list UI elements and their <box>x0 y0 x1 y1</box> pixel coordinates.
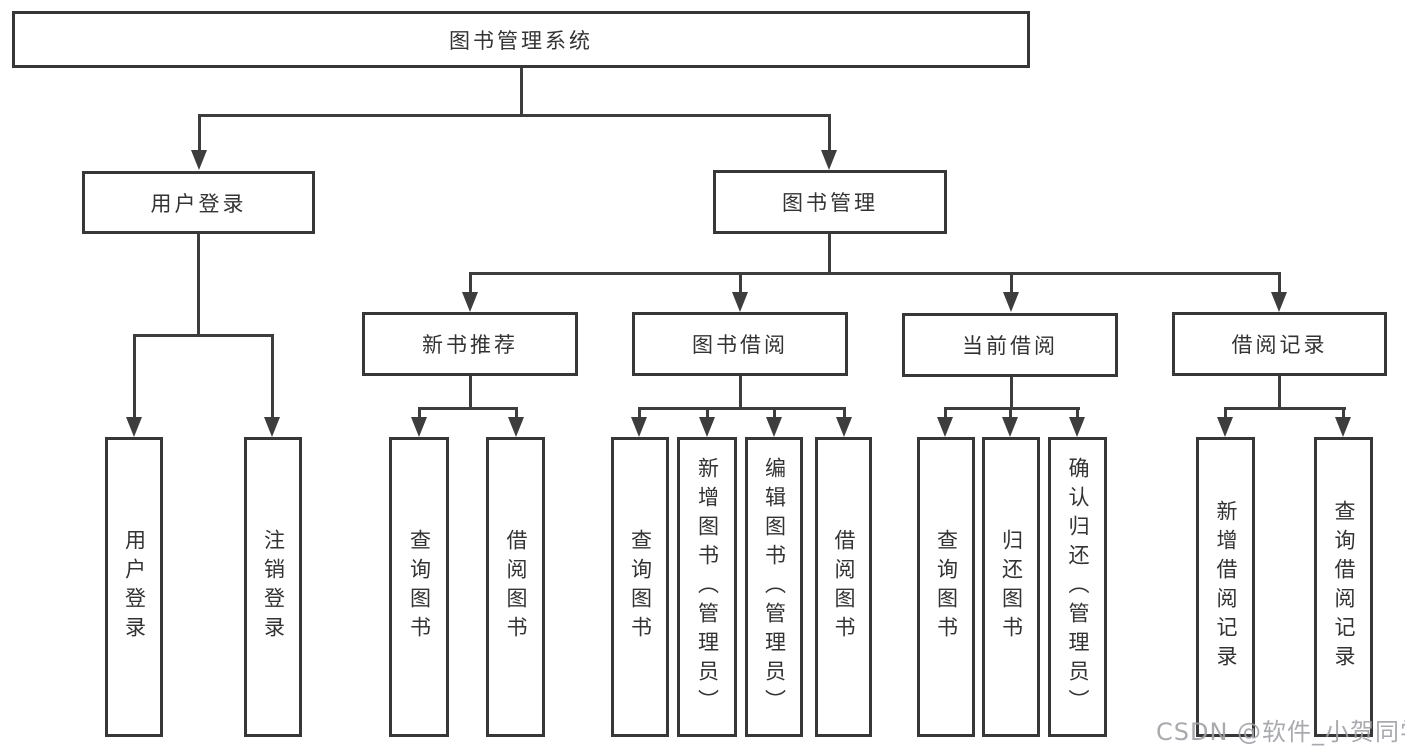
connector-drop <box>1342 407 1345 420</box>
leaf-bb-edit-books-admin: 编辑图书（管理员） <box>745 437 803 737</box>
node-user-login: 用户登录 <box>82 171 315 234</box>
arrow-down-icon <box>411 417 427 437</box>
node-current-borrowing: 当前借阅 <box>902 313 1118 377</box>
arrow-down-icon <box>937 417 953 437</box>
leaf-nbr-borrow-books: 借阅图书 <box>486 437 545 737</box>
leaf-label: 查询图书 <box>934 529 959 645</box>
node-label: 图书借阅 <box>692 333 788 357</box>
arrow-down-icon <box>1217 417 1233 437</box>
arrow-down-icon <box>508 417 524 437</box>
connector-drop-leaf-user-login <box>133 334 136 420</box>
arrow-down-icon <box>1069 417 1085 437</box>
leaf-cb-return-books: 归还图书 <box>982 437 1040 737</box>
connector-br-trunk <box>1278 376 1281 409</box>
node-label: 图书管理系统 <box>449 28 593 53</box>
arrow-down-icon <box>462 292 478 312</box>
leaf-user-login: 用户登录 <box>105 437 163 737</box>
leaf-label: 查询图书 <box>407 529 432 645</box>
arrow-down-icon <box>1335 417 1351 437</box>
arrow-down-icon <box>766 417 782 437</box>
connector-cb-bar <box>944 407 1080 410</box>
connector-root-trunk <box>520 68 523 114</box>
leaf-label: 借阅图书 <box>504 529 528 645</box>
arrow-down-icon <box>836 417 852 437</box>
connector-level1-bar <box>198 114 831 117</box>
leaf-label: 新增借阅记录 <box>1214 500 1238 674</box>
leaf-label: 新增图书（管理员） <box>695 456 720 718</box>
connector-drop <box>1009 407 1012 420</box>
connector-drop <box>944 407 947 420</box>
leaf-cb-query-books: 查询图书 <box>917 437 975 737</box>
leaf-cb-confirm-return-admin: 确认归还（管理员） <box>1048 437 1107 737</box>
leaf-label: 用户登录 <box>122 529 147 645</box>
arrow-down-icon <box>264 417 280 437</box>
csdn-watermark: CSDN @软件_小贺同学 <box>1156 718 1405 746</box>
leaf-label: 查询图书 <box>628 529 653 645</box>
node-label: 当前借阅 <box>962 334 1058 358</box>
leaf-label: 借阅图书 <box>832 529 856 645</box>
leaf-nbr-query-books: 查询图书 <box>389 437 449 737</box>
arrow-down-icon <box>1003 292 1019 312</box>
leaf-label: 注销登录 <box>261 529 286 645</box>
leaf-br-add-borrow-record: 新增借阅记录 <box>1196 437 1255 737</box>
leaf-label: 确认归还（管理员） <box>1066 456 1090 718</box>
leaf-label: 查询借阅记录 <box>1332 500 1356 674</box>
connector-cb-trunk <box>1010 377 1013 409</box>
connector-drop <box>706 407 709 420</box>
connector-drop-book-management <box>828 114 831 152</box>
arrow-down-icon <box>699 417 715 437</box>
leaf-logout-login: 注销登录 <box>244 437 302 737</box>
connector-drop-new-book <box>469 272 472 296</box>
node-library-management-system: 图书管理系统 <box>12 11 1030 68</box>
connector-drop-user-login <box>198 114 201 152</box>
arrow-down-icon <box>821 150 837 170</box>
connector-user-login-trunk <box>197 234 200 336</box>
connector-drop <box>773 407 776 420</box>
connector-nbr-trunk <box>469 376 472 409</box>
node-new-book-recommendation: 新书推荐 <box>362 312 578 376</box>
node-borrowing-records: 借阅记录 <box>1172 312 1387 376</box>
connector-drop <box>1224 407 1227 420</box>
leaf-bb-query-books: 查询图书 <box>611 437 669 737</box>
arrow-down-icon <box>732 292 748 312</box>
arrow-down-icon <box>1271 292 1287 312</box>
connector-drop-borrowing-records <box>1278 272 1281 296</box>
connector-user-login-bar <box>133 334 274 337</box>
node-book-management: 图书管理 <box>713 170 947 234</box>
connector-level3-bar <box>469 272 1281 275</box>
leaf-bb-add-books-admin: 新增图书（管理员） <box>677 437 737 737</box>
node-label: 新书推荐 <box>422 333 518 357</box>
arrow-down-icon <box>126 417 142 437</box>
connector-bb-bar <box>638 407 846 410</box>
leaf-bb-borrow-books: 借阅图书 <box>815 437 872 737</box>
connector-drop <box>843 407 846 420</box>
connector-drop <box>638 407 641 420</box>
node-label: 图书管理 <box>782 191 878 215</box>
connector-book-management-trunk <box>828 234 831 274</box>
node-label: 借阅记录 <box>1231 333 1328 357</box>
connector-drop-current-borrowing <box>1010 272 1013 296</box>
connector-nbr-bar <box>418 407 518 410</box>
connector-br-bar <box>1224 407 1346 410</box>
connector-drop <box>418 407 421 420</box>
connector-bb-trunk <box>739 376 742 409</box>
node-book-borrowing: 图书借阅 <box>632 312 848 376</box>
arrow-down-icon <box>1002 417 1018 437</box>
connector-drop-leaf-logout <box>271 334 274 420</box>
node-label: 用户登录 <box>150 191 247 216</box>
leaf-label: 编辑图书（管理员） <box>762 456 787 718</box>
leaf-br-query-borrow-record: 查询借阅记录 <box>1314 437 1373 737</box>
arrow-down-icon <box>631 417 647 437</box>
leaf-label: 归还图书 <box>999 529 1024 645</box>
connector-drop <box>1076 407 1079 420</box>
connector-drop-book-borrowing <box>739 272 742 296</box>
connector-drop <box>515 407 518 420</box>
arrow-down-icon <box>191 150 207 170</box>
